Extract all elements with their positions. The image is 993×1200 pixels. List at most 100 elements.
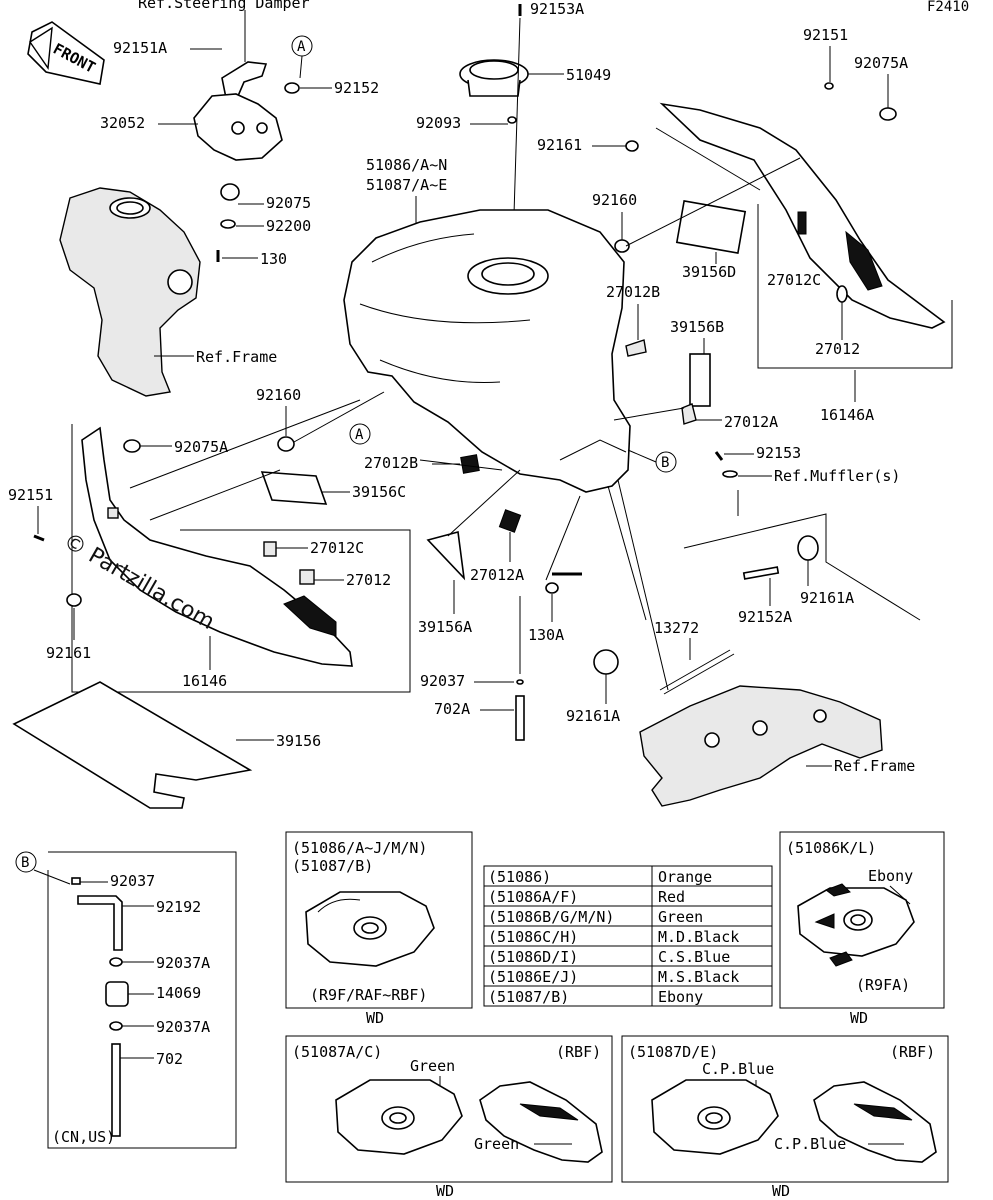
variant-right-color: Ebony bbox=[868, 867, 913, 885]
label-39156B: 39156B bbox=[670, 318, 724, 336]
color-row-4-color: C.S.Blue bbox=[658, 948, 730, 966]
callout-a-mid-letter: A bbox=[355, 427, 364, 443]
sticker-27012A-right bbox=[681, 403, 697, 425]
label-51049: 51049 bbox=[566, 66, 611, 84]
hose-702 bbox=[111, 1043, 121, 1137]
label-130: 130 bbox=[260, 250, 287, 268]
variant-bottom-left-color-cover: Green bbox=[474, 1135, 519, 1153]
color-row-2-part: (51086B/G/M/N) bbox=[488, 908, 614, 926]
variant-left-box bbox=[285, 831, 473, 1009]
filter-14069 bbox=[105, 981, 129, 1007]
label-13272: 13272 bbox=[654, 619, 699, 637]
fuel-tank bbox=[343, 209, 631, 493]
variant-bottom-left-tank bbox=[335, 1079, 463, 1155]
color-row-5-part: (51086E/J) bbox=[488, 968, 578, 986]
rod-92152A bbox=[742, 566, 780, 580]
label-92153A: 92153A bbox=[530, 0, 584, 18]
variant-bottom-right-tank bbox=[651, 1079, 779, 1155]
front-arrow-icon: FRONT bbox=[27, 21, 105, 85]
label-ref-mufflers: Ref.Muffler(s) bbox=[774, 467, 900, 485]
variant-right-tank bbox=[797, 883, 915, 967]
color-row-4-part: (51086D/I) bbox=[488, 948, 578, 966]
label-92161A-lower: 92161A bbox=[566, 707, 620, 725]
label-51087-span: 51087/A~E bbox=[366, 176, 447, 194]
label-ref-frame-left: Ref.Frame bbox=[196, 348, 277, 366]
label-92151-left: 92151 bbox=[8, 486, 53, 504]
label-ref-steering-damper: Ref.Steering Damper bbox=[138, 0, 310, 12]
hose-label-702: 702 bbox=[156, 1050, 183, 1068]
variant-bottom-right-side: WD bbox=[772, 1182, 790, 1200]
label-92093: 92093 bbox=[416, 114, 461, 132]
label-92161-top: 92161 bbox=[537, 136, 582, 154]
hose-label-92037A-1: 92037A bbox=[156, 954, 210, 972]
hose-label-92037: 92037 bbox=[110, 872, 155, 890]
variant-bottom-right-models: (RBF) bbox=[890, 1043, 935, 1061]
callout-b-main-letter: B bbox=[661, 455, 669, 471]
variant-right-line1: (51086K/L) bbox=[786, 839, 876, 857]
callout-b-hose-letter: B bbox=[21, 855, 29, 871]
variant-bottom-right-cover bbox=[813, 1081, 937, 1163]
label-ref-frame-right: Ref.Frame bbox=[834, 757, 915, 775]
variant-left-tank bbox=[305, 891, 435, 967]
hose-label-92037A-2: 92037A bbox=[156, 1018, 210, 1036]
variant-bottom-right-color-tank: C.P.Blue bbox=[702, 1060, 774, 1078]
variant-right-side: WD bbox=[850, 1009, 868, 1027]
color-table: (51086) Orange (51086A/F) Red (51086B/G/… bbox=[483, 865, 773, 1007]
left-side-cover bbox=[81, 426, 353, 667]
label-39156C: 39156C bbox=[352, 483, 406, 501]
label-39156A: 39156A bbox=[418, 618, 472, 636]
variant-bottom-left-line1: (51087A/C) bbox=[292, 1043, 382, 1061]
label-130A: 130A bbox=[528, 626, 564, 644]
variant-bottom-right-color-cover: C.P.Blue bbox=[774, 1135, 846, 1153]
label-39156: 39156 bbox=[276, 732, 321, 750]
variant-left-models: (R9F/RAF~RBF) bbox=[310, 986, 427, 1004]
label-92151-right: 92151 bbox=[803, 26, 848, 44]
label-702A: 702A bbox=[434, 700, 470, 718]
hose-92192 bbox=[77, 895, 123, 951]
label-51086-span: 51086/A~N bbox=[366, 156, 447, 174]
color-row-0-color: Orange bbox=[658, 868, 712, 886]
variant-bottom-right-line1: (51087D/E) bbox=[628, 1043, 718, 1061]
sticker-27012A-lower bbox=[498, 509, 522, 533]
label-92161-left: 92161 bbox=[46, 644, 91, 662]
label-27012C-lower: 27012C bbox=[310, 539, 364, 557]
label-27012-lower: 27012 bbox=[346, 571, 391, 589]
label-27012B-upper: 27012B bbox=[606, 283, 660, 301]
pad-39156D bbox=[675, 200, 747, 254]
label-92200: 92200 bbox=[266, 217, 311, 235]
label-92161A-right: 92161A bbox=[800, 589, 854, 607]
hose-label-14069: 14069 bbox=[156, 984, 201, 1002]
label-92075A-left: 92075A bbox=[174, 438, 228, 456]
label-92152: 92152 bbox=[334, 79, 379, 97]
label-92152A: 92152A bbox=[738, 608, 792, 626]
label-27012B-lower: 27012B bbox=[364, 454, 418, 472]
steering-damper-bracket bbox=[193, 61, 283, 161]
variant-right-models: (R9FA) bbox=[856, 976, 910, 994]
left-frame bbox=[59, 187, 201, 397]
callout-a-mid bbox=[349, 423, 371, 445]
label-39156D: 39156D bbox=[682, 263, 736, 281]
label-32052: 32052 bbox=[100, 114, 145, 132]
color-row-6-part: (51087/B) bbox=[488, 988, 569, 1006]
label-27012A-lower: 27012A bbox=[470, 566, 524, 584]
label-16146: 16146 bbox=[182, 672, 227, 690]
right-side-cover bbox=[659, 102, 946, 329]
variant-bottom-left-cover bbox=[479, 1081, 603, 1163]
sticker-27012B-upper bbox=[625, 339, 647, 357]
pad-39156A bbox=[426, 530, 466, 581]
color-row-3-color: M.D.Black bbox=[658, 928, 739, 946]
color-row-1-color: Red bbox=[658, 888, 685, 906]
hose-label-92192: 92192 bbox=[156, 898, 201, 916]
color-row-1-part: (51086A/F) bbox=[488, 888, 578, 906]
label-27012C-right: 27012C bbox=[767, 271, 821, 289]
variant-left-side: WD bbox=[366, 1009, 384, 1027]
variant-bottom-left-color-tank: Green bbox=[410, 1057, 455, 1075]
variant-bottom-left-side: WD bbox=[436, 1182, 454, 1200]
pad-39156 bbox=[12, 681, 253, 809]
label-27012A-right: 27012A bbox=[724, 413, 778, 431]
variant-left-line1: (51086/A~J/M/N) bbox=[292, 839, 427, 857]
color-row-2-color: Green bbox=[658, 908, 703, 926]
label-92151A: 92151A bbox=[113, 39, 167, 57]
variant-right-box bbox=[779, 831, 945, 1009]
